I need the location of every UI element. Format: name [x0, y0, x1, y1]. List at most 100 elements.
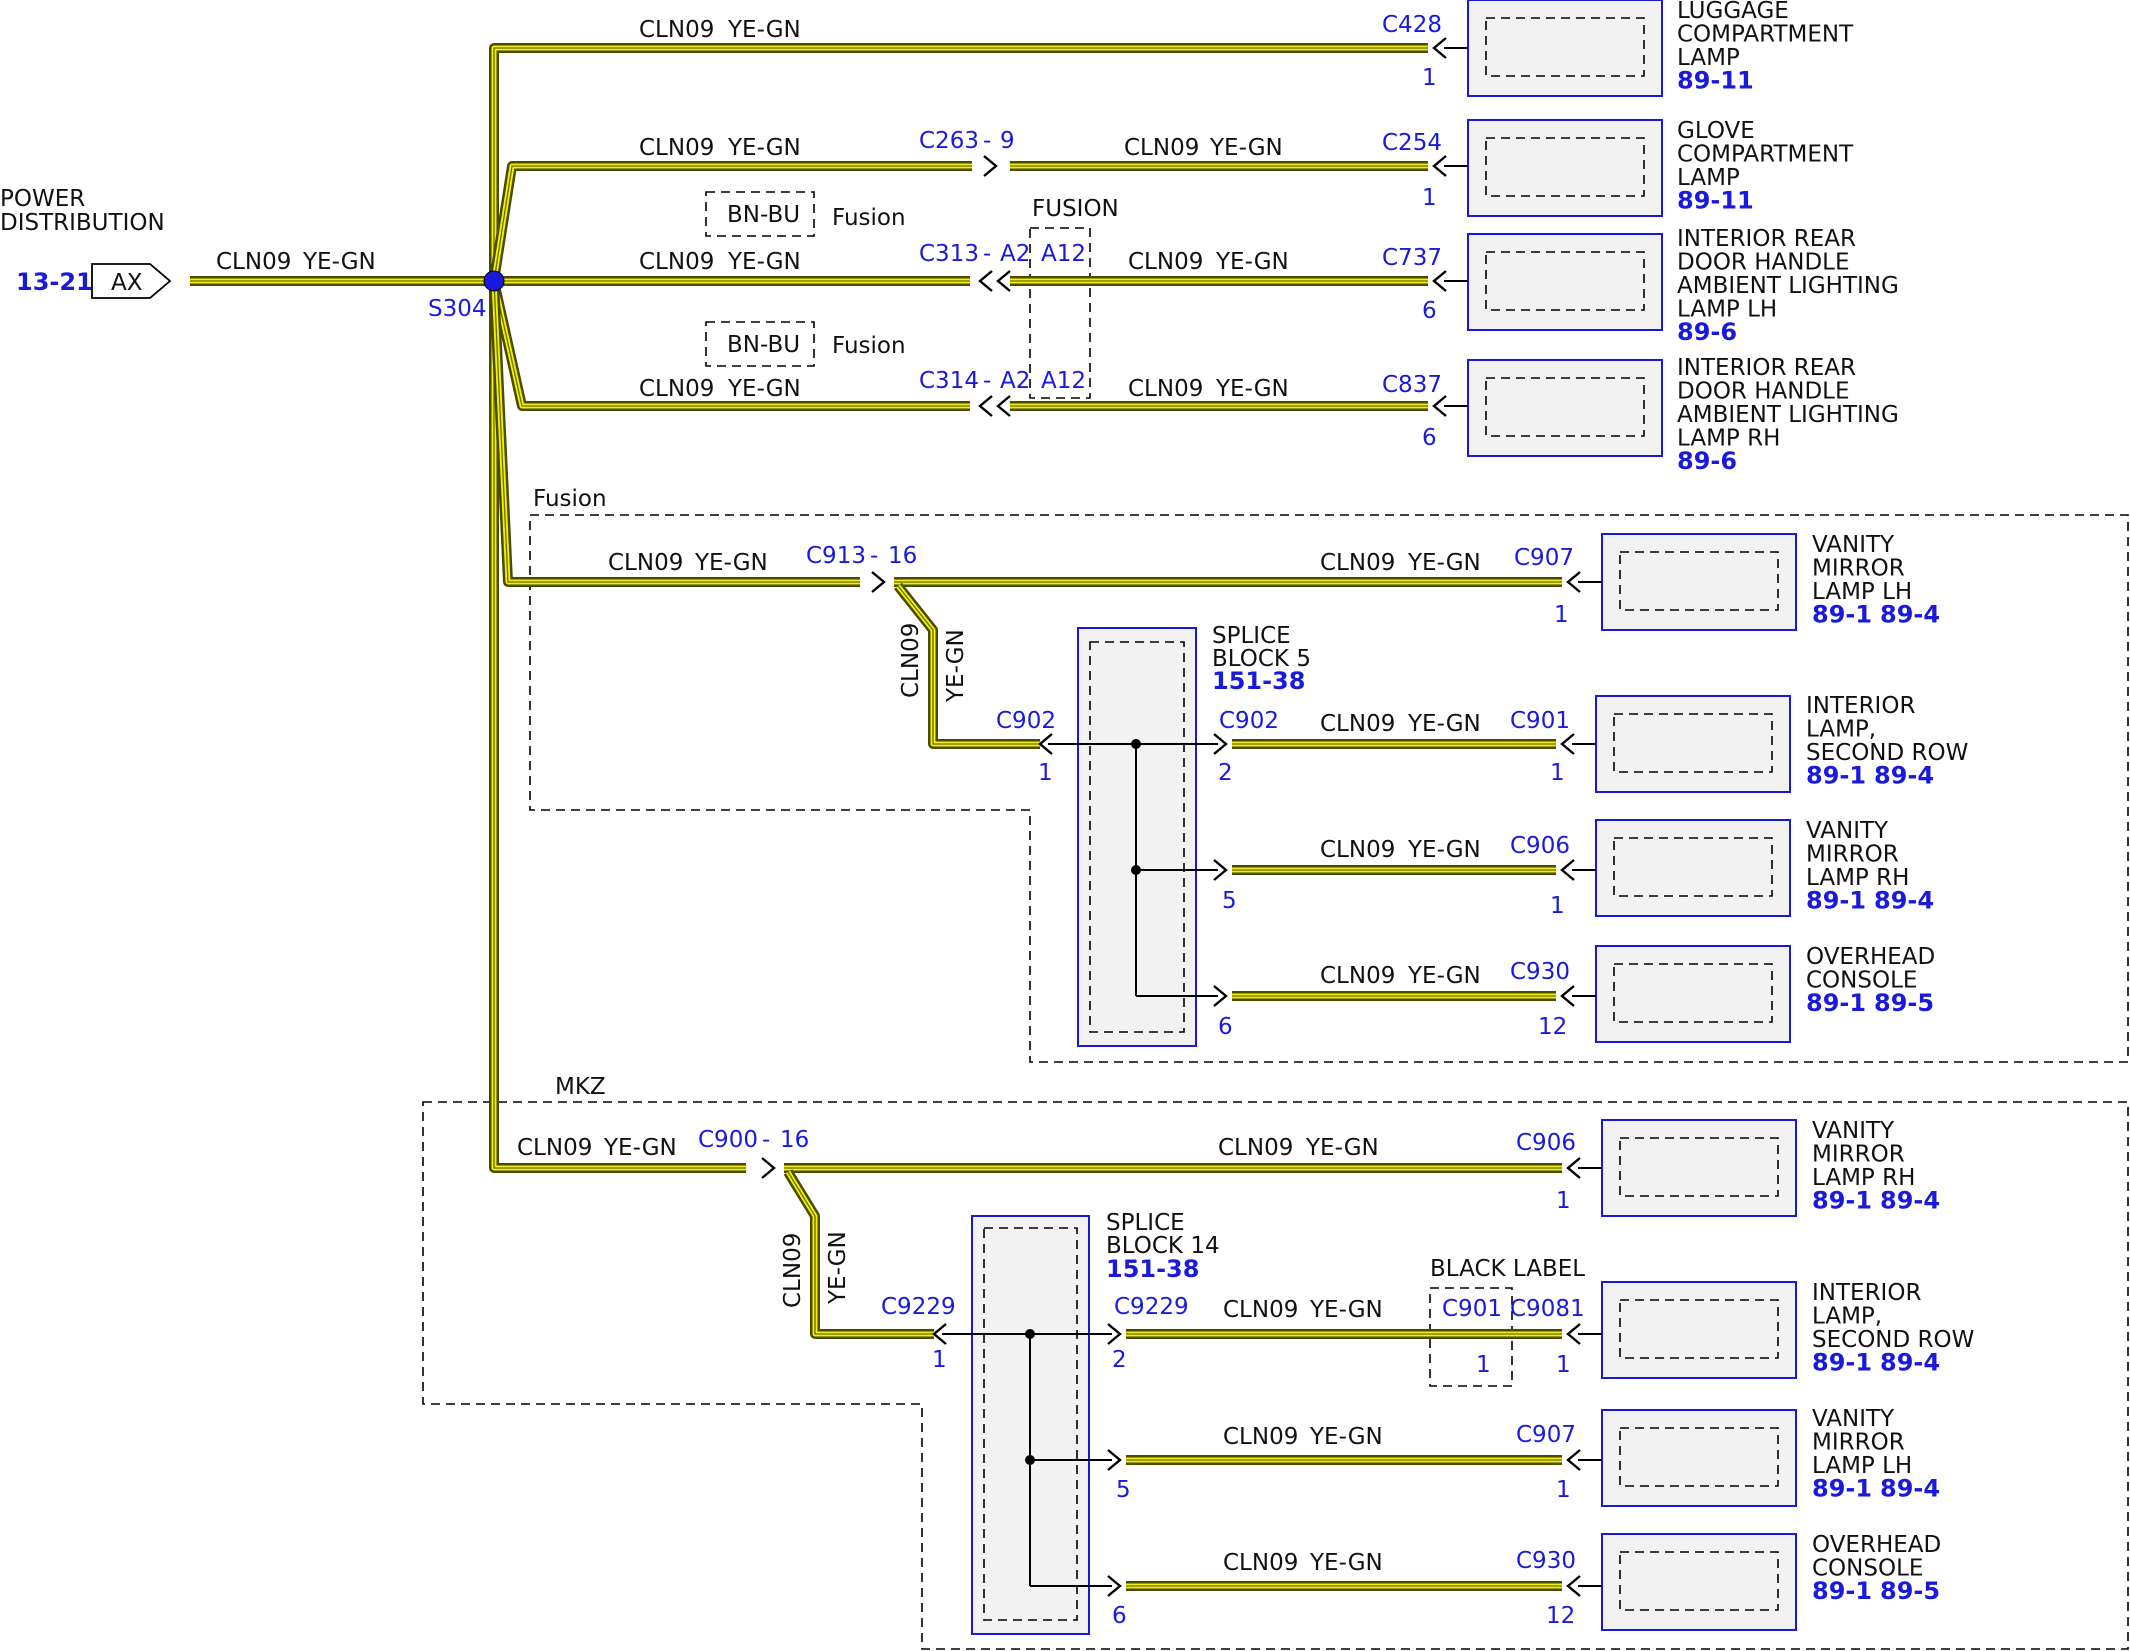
vanity_rh_m-ref-1: 89-1: [1812, 1187, 1872, 1215]
overhead_f-ref-2: 89-5: [1874, 989, 1934, 1017]
interior_f-ref-2: 89-4: [1874, 762, 1934, 790]
conn-c902-in: C902: [996, 708, 1056, 734]
pin-c930-m: 12: [1546, 1603, 1575, 1629]
wl-12-c: CLN09: [1223, 1550, 1298, 1576]
wl-11-y: YE-GN: [1309, 1424, 1383, 1450]
fusion-label-2: Fusion: [832, 333, 906, 359]
vanity_rh_m-title-line-3: LAMP RH: [1812, 1165, 1915, 1191]
pin-c906-f: 1: [1550, 893, 1565, 919]
bnbu-label-2: BN-BU: [727, 332, 800, 358]
component-box-rear-lh: [1467, 233, 1663, 331]
conn-c900-pin: 16: [780, 1127, 809, 1153]
conn-c9229-in: C9229: [881, 1294, 956, 1320]
component-box-luggage: [1467, 0, 1663, 97]
component-box-vanity-rh-f: [1595, 819, 1791, 917]
component-box-vanity-rh-m: [1601, 1119, 1797, 1217]
vanity_lh_f-title-line-2: MIRROR: [1812, 556, 1905, 582]
conn-c9081: C9081: [1510, 1296, 1585, 1322]
wl-vf-y: YE-GN: [943, 629, 969, 703]
vanity_lh_f-ref-2: 89-4: [1880, 601, 1940, 629]
conn-c314-dash: -: [983, 368, 991, 394]
conn-c930-m: C930: [1516, 1548, 1576, 1574]
wire-luggage: [489, 43, 1428, 281]
c901-f-arrow: [1560, 733, 1575, 755]
vanity_lh_m-title-line-3: LAMP LH: [1812, 1453, 1912, 1479]
pin-sb5-5: 5: [1222, 888, 1237, 914]
wl-vm-y: YE-GN: [825, 1231, 851, 1305]
conn-c314-a12: A12: [1041, 368, 1086, 394]
rear_rh-title-line-3: AMBIENT LIGHTING: [1677, 402, 1899, 428]
conn-c907-f: C907: [1514, 545, 1574, 571]
conn-c913: C913: [806, 543, 866, 569]
c313-arrow: [978, 270, 993, 292]
sb5-o2-arrow: [1213, 733, 1228, 755]
wl-4a-y: YE-GN: [727, 376, 801, 402]
wl-2b-y: YE-GN: [1209, 135, 1283, 161]
c314-arrow: [978, 395, 993, 417]
fusion-label-1: Fusion: [832, 205, 906, 231]
conn-c428: C428: [1382, 12, 1442, 38]
conn-c913-pin: 16: [888, 543, 917, 569]
source-title-2: DISTRIBUTION: [0, 210, 165, 236]
pin-c907-f: 1: [1554, 602, 1569, 628]
source-pin-shape: [91, 263, 172, 299]
vanity_rh_f-title-line-1: VANITY: [1806, 818, 1889, 844]
splice-block-5-ref: 151-38: [1212, 667, 1305, 695]
component-box-interior-f: [1595, 695, 1791, 793]
rear_lh-title-line-3: AMBIENT LIGHTING: [1677, 273, 1899, 299]
interior_m-title-line-1: INTERIOR: [1812, 1280, 1921, 1306]
wl-8-y: YE-GN: [1407, 963, 1481, 989]
pin-sb14-5: 5: [1116, 1477, 1131, 1503]
c9081-arrow: [1566, 1323, 1581, 1345]
wl-src-c: CLN09: [216, 249, 291, 275]
splice-block-14-line1: SPLICE: [1106, 1210, 1185, 1236]
pin-sb14-6: 6: [1112, 1603, 1127, 1629]
wl-3b-c: CLN09: [1128, 249, 1203, 275]
splice-block-14-line2: BLOCK 14: [1106, 1233, 1220, 1259]
wl-10-c: CLN09: [1223, 1297, 1298, 1323]
wl-10-y: YE-GN: [1309, 1297, 1383, 1323]
glove-title-line-1: GLOVE: [1677, 118, 1755, 144]
splice-block-5-line1: SPLICE: [1212, 623, 1291, 649]
rear_rh-title-line-2: DOOR HANDLE: [1677, 379, 1850, 405]
conn-c900-dash: -: [762, 1127, 770, 1153]
sb14-node-2: [1025, 1455, 1035, 1465]
c737-arrow: [1432, 270, 1447, 292]
conn-c913-dash: -: [870, 543, 878, 569]
component-box-rear-rh: [1467, 359, 1663, 457]
vanity_lh_m-ref-2: 89-4: [1880, 1475, 1940, 1503]
wl-vm-c: CLN09: [780, 1233, 806, 1308]
conn-c9229-out: C9229: [1114, 1294, 1189, 1320]
luggage-title-line-1: LUGGAGE: [1677, 0, 1789, 24]
wl-5b-y: YE-GN: [1407, 550, 1481, 576]
overhead_f-title-line-2: CONSOLE: [1806, 968, 1917, 994]
interior_f-ref-1: 89-1: [1806, 762, 1866, 790]
pin-sb5-6: 6: [1218, 1014, 1233, 1040]
wire-layer: [190, 43, 1562, 1591]
c314-arrow-b: [996, 395, 1011, 417]
glove-ref-1: 89-11: [1677, 187, 1754, 215]
interior_f-title-line-1: INTERIOR: [1806, 693, 1915, 719]
pin-c254: 1: [1422, 185, 1437, 211]
conn-c313-dash: -: [983, 241, 991, 267]
component-box-overhead-f: [1595, 945, 1791, 1043]
pin-c906-m: 1: [1556, 1188, 1571, 1214]
c930-f-arrow: [1560, 985, 1575, 1007]
wl-2b-c: CLN09: [1124, 135, 1199, 161]
vanity_lh_f-ref-1: 89-1: [1812, 601, 1872, 629]
interior_m-title-line-2: LAMP,: [1812, 1304, 1882, 1330]
component-box-vanity-lh-f: [1601, 533, 1797, 631]
c313-arrow-b: [996, 270, 1011, 292]
vanity_rh_f-ref-2: 89-4: [1874, 887, 1934, 915]
sb5-o5-arrow: [1213, 859, 1228, 881]
overhead_m-title-line-1: OVERHEAD: [1812, 1532, 1941, 1558]
c913-arrow: [871, 571, 886, 593]
rear_lh-title-line-1: INTERIOR REAR: [1677, 226, 1856, 252]
wl-9b-c: CLN09: [1218, 1135, 1293, 1161]
wl-5b-c: CLN09: [1320, 550, 1395, 576]
wl-2a-c: CLN09: [639, 135, 714, 161]
sb14-node-1: [1025, 1329, 1035, 1339]
c930-m-arrow: [1566, 1575, 1581, 1597]
bnbu-box-1: [705, 191, 815, 237]
glove-title-line-2: COMPARTMENT: [1677, 142, 1854, 168]
